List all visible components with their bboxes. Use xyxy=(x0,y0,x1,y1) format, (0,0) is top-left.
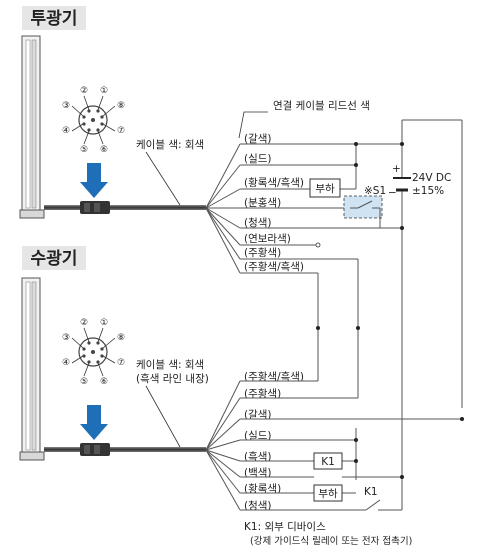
receiver-cable xyxy=(44,443,206,456)
emitter-wire-pink: (분홍색) xyxy=(244,196,281,209)
rx-pin-2-label: ② xyxy=(80,318,88,328)
emitter-title-bg xyxy=(22,6,86,30)
receiver-pinout-icon xyxy=(71,327,116,377)
receiver-wire-brown: (갈색) xyxy=(244,408,272,421)
power-minus-sign: − xyxy=(388,187,397,199)
emitter-cable-label: 케이블 색: 회색 xyxy=(136,139,204,151)
receiver-cable-leader xyxy=(145,385,181,448)
rx-pin-1-label: ① xyxy=(100,318,108,328)
pin-4-label: ④ xyxy=(62,126,70,136)
receiver-wire-blue: (청색) xyxy=(244,500,272,512)
power-tolerance-label: ±15% xyxy=(412,185,444,197)
power-voltage-label: 24V DC xyxy=(412,172,451,184)
emitter-wire-brown: (갈색) xyxy=(244,132,272,145)
pin-2-label: ② xyxy=(80,86,88,96)
emitter-load-label: 부하 xyxy=(315,182,335,195)
k1-coil-label: K1 xyxy=(321,456,335,468)
emitter-wire-violet: (연보라색) xyxy=(244,233,291,245)
receiver-wire-white: (백색) xyxy=(244,467,272,479)
receiver-wire-shield: (실드) xyxy=(244,430,272,442)
footnote-line-2: (강제 가이드식 릴레이 또는 전자 접촉기) xyxy=(250,535,412,547)
receiver-title: 수광기 xyxy=(31,249,78,269)
pin-7-label: ⑦ xyxy=(117,126,125,136)
receiver-wire-orange: (주황색) xyxy=(244,388,281,400)
footnote-line-1: K1: 외부 디바이스 xyxy=(244,521,326,533)
pin-5-label: ⑤ xyxy=(80,145,88,155)
rx-pin-3-label: ③ xyxy=(62,333,70,343)
receiver-cable-sublabel: (흑색 라인 내장) xyxy=(136,372,209,385)
emitter-load-box xyxy=(309,178,341,198)
emitter-title: 투광기 xyxy=(31,9,78,29)
receiver-fanout-wires xyxy=(205,380,241,511)
emitter-cable xyxy=(44,201,206,214)
emitter-cable-leader xyxy=(145,151,181,206)
emitter-circuit xyxy=(240,119,463,500)
emitter-wire-green-black: (황록색/흑색) xyxy=(244,176,304,189)
rx-pin-7-label: ⑦ xyxy=(117,358,125,368)
pin-6-label: ⑥ xyxy=(100,145,108,155)
emitter-wire-orange-black: (주황색/흑색) xyxy=(244,260,304,273)
emitter-lead-header: 연결 케이블 리드선 색 xyxy=(273,100,370,112)
receiver-title-bg xyxy=(22,246,86,270)
emitter-wire-blue: (청색) xyxy=(244,217,272,229)
emitter-fanout-wires xyxy=(205,143,241,274)
pin-1-label: ① xyxy=(100,86,108,96)
receiver-wire-green: (황록색) xyxy=(244,483,281,495)
receiver-load-label: 부하 xyxy=(318,487,338,500)
power-plus-sign: + xyxy=(392,163,401,175)
k1-contact-label: K1 xyxy=(364,486,378,498)
rx-pin-8-label: ⑧ xyxy=(117,333,125,343)
receiver-load-box xyxy=(313,484,343,502)
emitter-pinout-icon xyxy=(71,95,116,145)
pin-3-label: ③ xyxy=(62,101,70,111)
k1-coil-box xyxy=(313,452,343,470)
emitter-lead-header-leader xyxy=(238,111,268,139)
receiver-wire-black: (흑색) xyxy=(244,450,272,463)
pin-8-label: ⑧ xyxy=(117,101,125,111)
emitter-light-curtain xyxy=(19,35,45,219)
receiver-circuit xyxy=(240,326,464,511)
rx-pin-5-label: ⑤ xyxy=(80,377,88,387)
emitter-section: 투광기 xyxy=(19,6,463,500)
switch-s1-label: ※S1 xyxy=(364,185,386,197)
receiver-section: 수광기 xyxy=(19,246,464,512)
receiver-light-curtain xyxy=(19,277,45,461)
emitter-wire-shield: (실드) xyxy=(244,153,272,165)
emitter-wire-orange: (주황색) xyxy=(244,247,281,259)
rx-pin-4-label: ④ xyxy=(62,358,70,368)
receiver-arrow-icon xyxy=(80,405,108,440)
emitter-arrow-icon xyxy=(80,163,108,198)
rx-pin-6-label: ⑥ xyxy=(100,377,108,387)
receiver-cable-label: 케이블 색: 회색 xyxy=(136,359,204,371)
receiver-wire-orange-black: (주황색/흑색) xyxy=(244,370,304,383)
